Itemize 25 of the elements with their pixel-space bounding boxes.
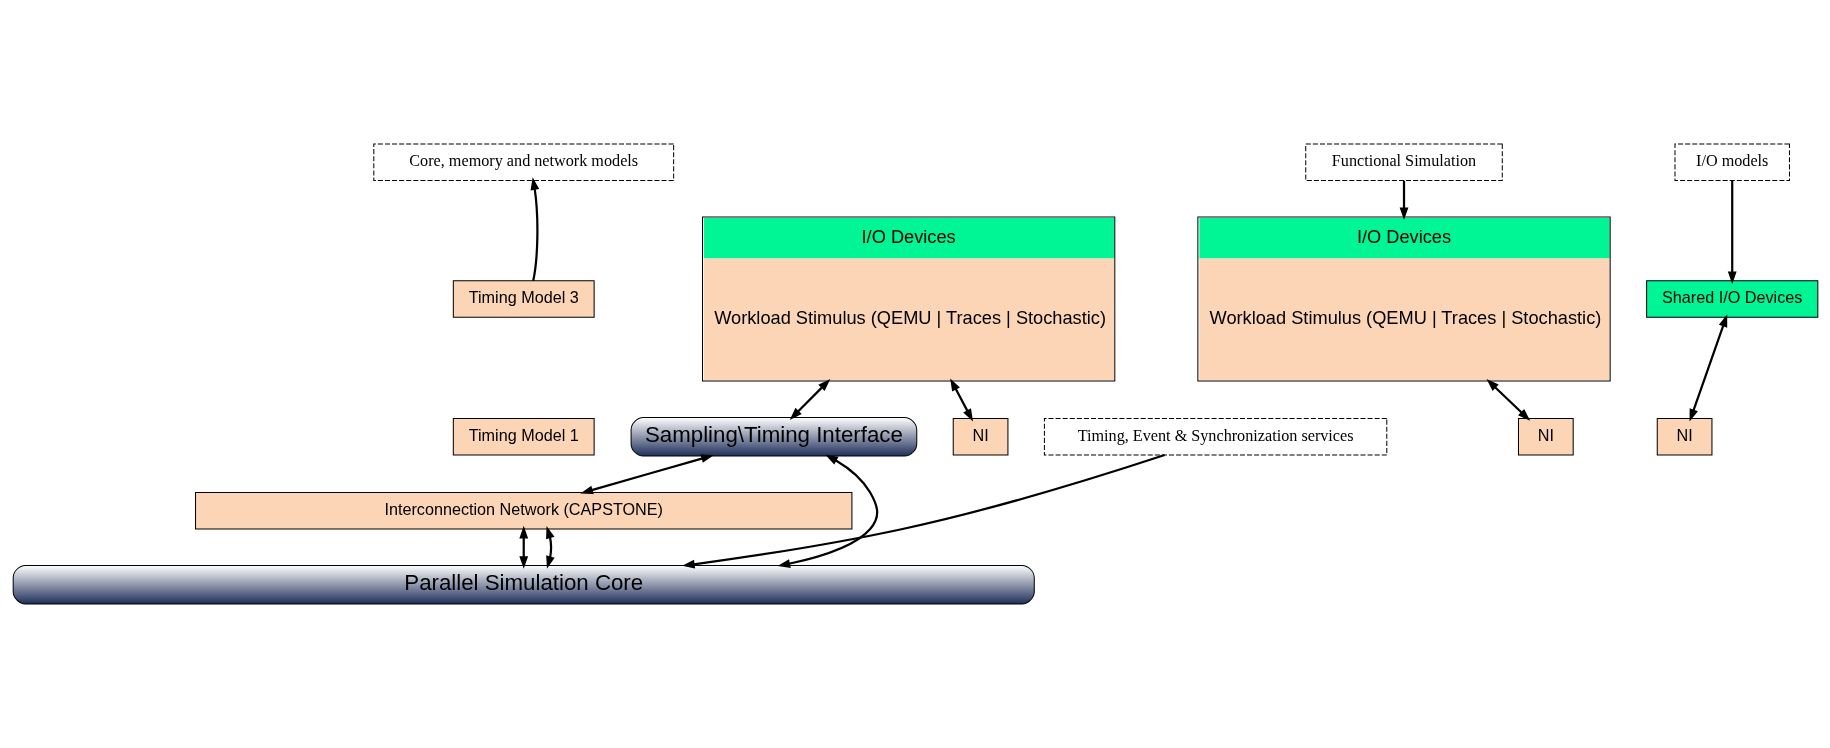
- arrow: [949, 378, 973, 422]
- arrow: [777, 454, 878, 568]
- node-box: Core, memory and network models: [372, 143, 674, 182]
- node-box: Interconnection Network (CAPSTONE): [194, 492, 852, 530]
- node-box: I/O models: [1674, 143, 1790, 182]
- node-box: Functional Simulation: [1304, 143, 1503, 182]
- arrow: [1689, 314, 1727, 422]
- node-box: Timing Model 3: [452, 280, 595, 318]
- arrow: [1486, 379, 1530, 421]
- arrow: [530, 177, 539, 281]
- node-box: NI: [1517, 418, 1574, 456]
- node-box: Timing Model 1: [452, 418, 595, 456]
- node-box: Timing, Event & Synchronization services: [1043, 418, 1387, 456]
- node-box: NI: [952, 418, 1008, 456]
- arrow: [789, 378, 830, 420]
- arrow: [545, 525, 555, 569]
- arrow: [1399, 180, 1408, 221]
- node-box: NI: [1656, 418, 1712, 456]
- arrow: [681, 454, 1165, 569]
- arrow: [579, 454, 714, 495]
- arrow: [1727, 180, 1737, 285]
- arrow: [518, 525, 528, 569]
- node-box: Parallel Simulation Core: [12, 564, 1035, 605]
- node-box: Sampling\Timing Interface: [630, 417, 917, 457]
- node-box: Shared I/O Devices: [1645, 280, 1818, 318]
